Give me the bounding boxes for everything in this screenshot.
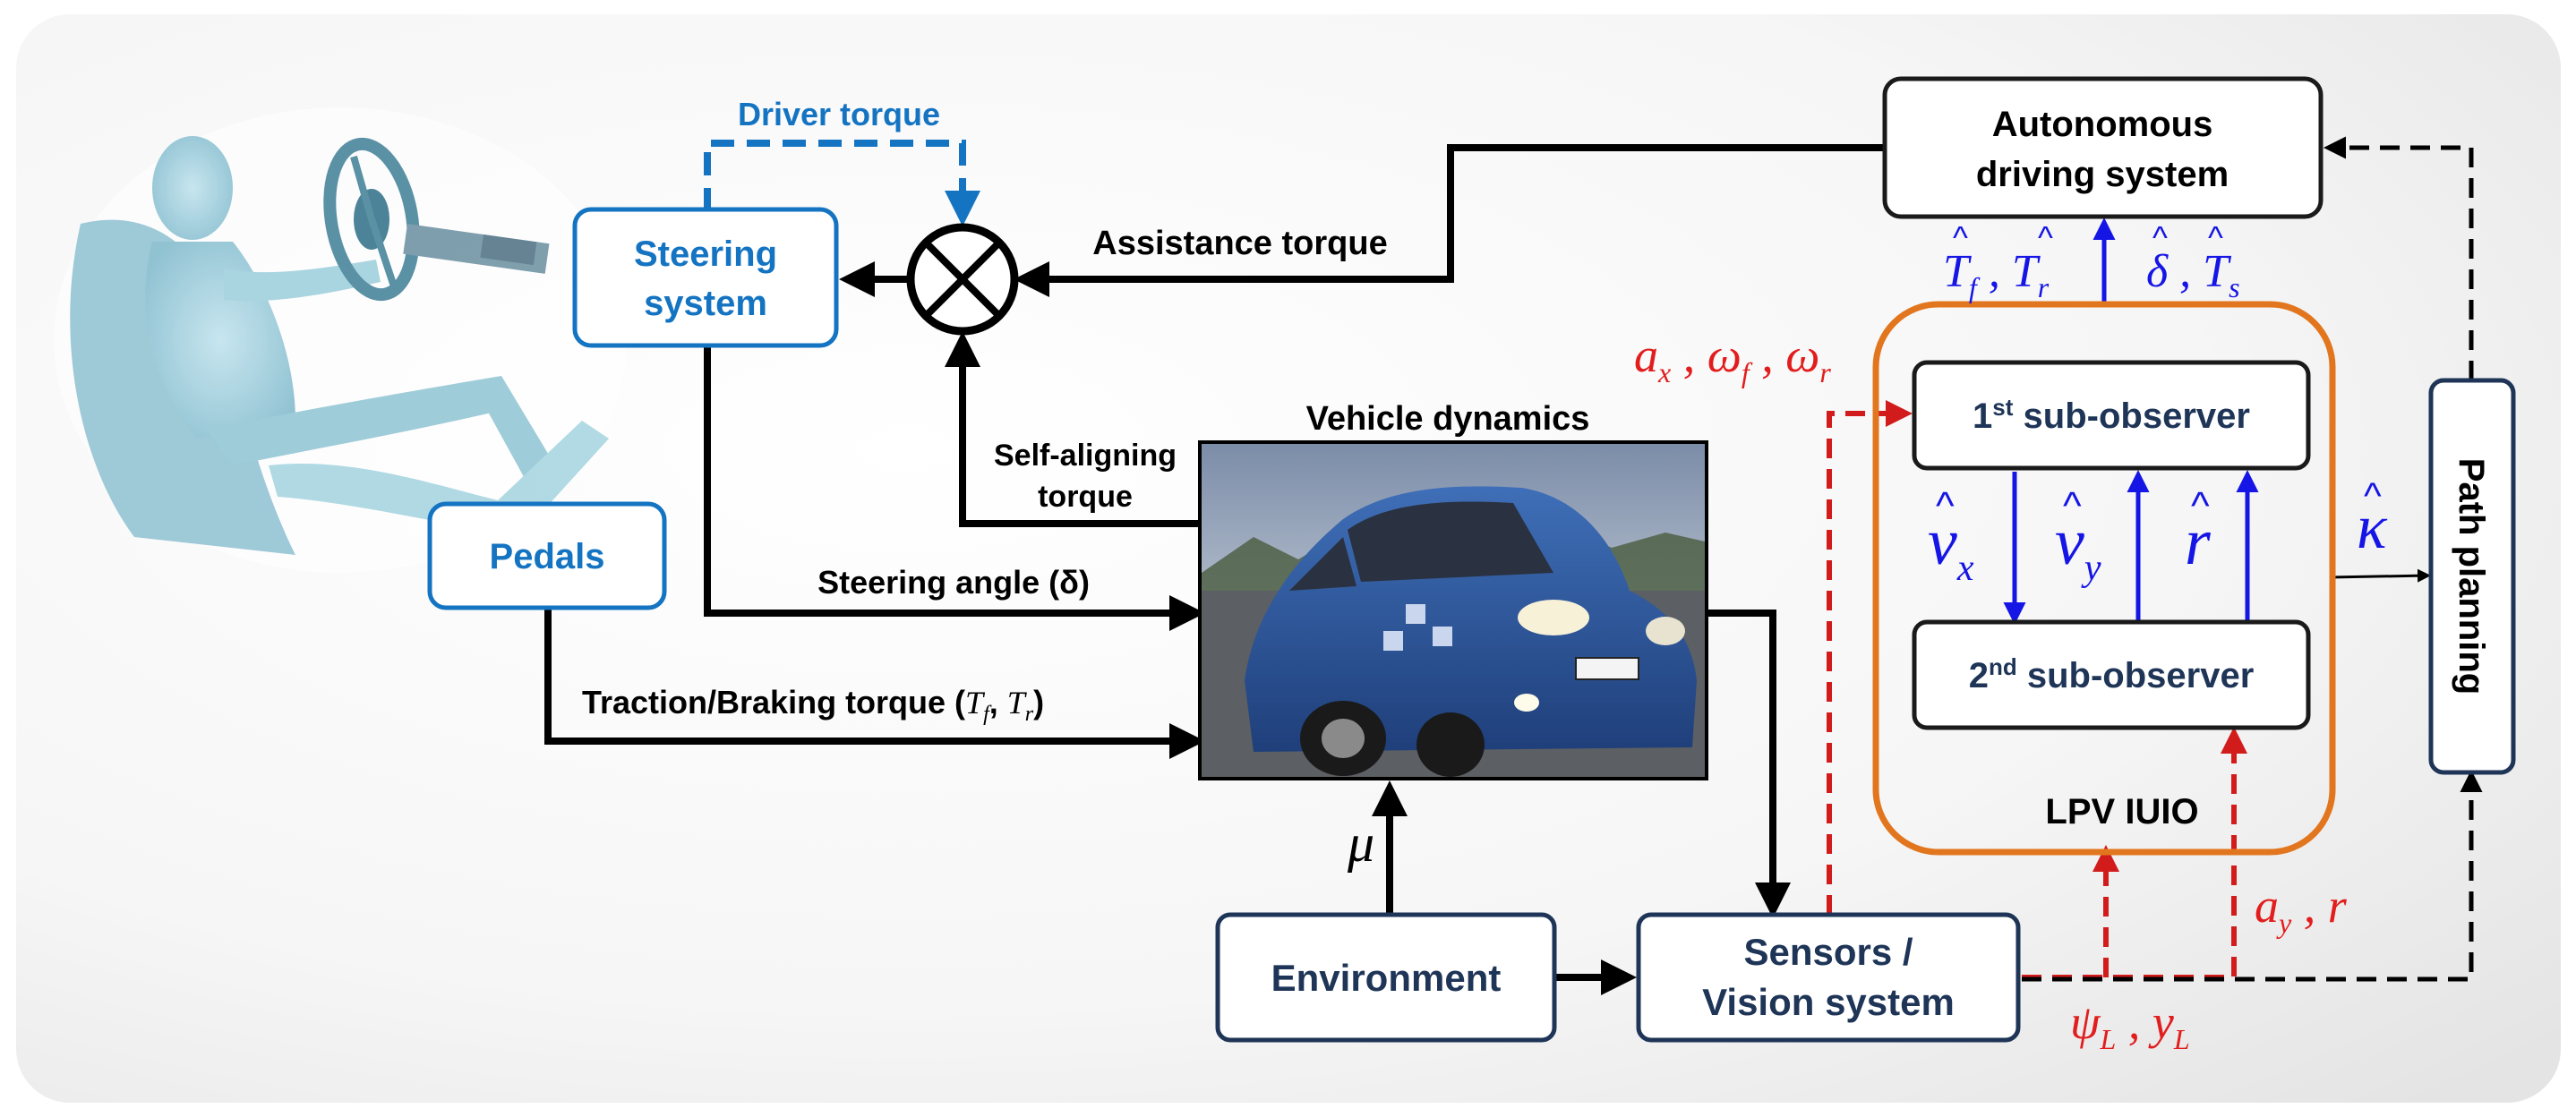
environment-label: Environment: [1271, 957, 1502, 999]
svg-text:^: ^: [2038, 219, 2053, 256]
svg-text:^: ^: [1936, 484, 1955, 528]
measure-ax-label: ax , ωf , ωr: [1634, 328, 1831, 388]
driver-torque-label: Driver torque: [738, 96, 940, 132]
steering-system-label-1: Steering: [634, 234, 777, 274]
self-aligning-arrow: [945, 331, 1202, 527]
assistance-torque-arrow: [1014, 144, 1885, 297]
mu-label: μ: [1347, 814, 1374, 873]
steering-angle-label: Steering angle (δ): [817, 564, 1090, 601]
svg-text:r: r: [2185, 506, 2212, 579]
svg-text:^: ^: [2063, 484, 2082, 528]
sub-observer-1-block: [1912, 360, 2311, 471]
svg-text:κ: κ: [2357, 493, 2388, 562]
svg-text:^: ^: [2152, 219, 2168, 256]
estimate-delta-ts: δ , Ts ^ ^: [2146, 219, 2240, 303]
pedals-block: [427, 501, 667, 610]
vehicle-to-sensors-arrow: [1708, 610, 1791, 918]
sensors-block: [1636, 912, 2021, 1043]
autonomous-driving-block: [1882, 76, 2324, 219]
vehicle-dynamics-label: Vehicle dynamics: [1306, 400, 1590, 438]
measure-psi-y-label: ψL , yL: [2070, 995, 2190, 1055]
path-planning-block: [2428, 378, 2516, 775]
driver-illustration: [54, 107, 627, 573]
traction-torque-arrow: [544, 609, 1205, 759]
svg-text:vx: vx: [1928, 506, 1974, 589]
measure-ay-r-label: ay , r: [2255, 879, 2348, 939]
estimate-vy: vy ^: [2055, 484, 2101, 589]
self-aligning-label-1: Self-aligning: [994, 439, 1177, 473]
estimate-kappa: κ ^: [2357, 474, 2388, 562]
estimate-vx: vx ^: [1928, 484, 1974, 589]
sensors-label-2: Vision system: [1702, 981, 1955, 1023]
svg-text:^: ^: [1953, 219, 1968, 256]
sub-observer-1-label: 1st sub-observer: [1973, 394, 2250, 436]
traction-torque-label: Traction/Braking torque (Tf, Tr): [582, 684, 1044, 726]
measure-ax-arrow: [1827, 400, 1913, 915]
svg-text:δ , Ts: δ , Ts: [2146, 246, 2240, 303]
steering-system-block: [572, 207, 839, 348]
lpv-iuio-block: [1872, 301, 2336, 856]
estimate-tf-tr: Tf , Tr ^ ^: [1943, 219, 2053, 303]
sub-observer-2-label: 2nd sub-observer: [1969, 653, 2255, 695]
svg-text:Tf , Tr: Tf , Tr: [1943, 246, 2050, 303]
self-aligning-label-2: torque: [1038, 480, 1133, 514]
svg-text:^: ^: [2364, 474, 2382, 516]
assistance-torque-label: Assistance torque: [1092, 225, 1387, 262]
steering-angle-arrow: [704, 346, 1205, 631]
lpv-iuio-label: LPV IUIO: [2045, 792, 2198, 831]
driver-torque-arrow: [704, 140, 980, 226]
svg-text:^: ^: [2191, 484, 2210, 528]
estimate-r: r ^: [2185, 484, 2212, 579]
path-planning-label: Path planning: [2452, 458, 2491, 695]
environment-block: [1215, 912, 1557, 1043]
sensors-label-1: Sensors /: [1743, 931, 1913, 973]
autonomous-label-2: driving system: [1976, 155, 2229, 194]
summing-junction-icon: [906, 223, 1019, 336]
path-to-autonomous-arrow: [2324, 136, 2474, 380]
pedals-label: Pedals: [490, 537, 605, 576]
steering-system-label-2: system: [644, 284, 767, 323]
sub-observer-2-block: [1912, 619, 2311, 730]
sensors-to-path-arrow: [2022, 770, 2483, 982]
svg-text:vy: vy: [2055, 506, 2101, 589]
autonomous-label-1: Autonomous: [1992, 105, 2213, 144]
svg-text:^: ^: [2208, 219, 2223, 256]
vehicle-photo: [1198, 440, 1708, 780]
kappa-arrow: [2329, 568, 2431, 583]
